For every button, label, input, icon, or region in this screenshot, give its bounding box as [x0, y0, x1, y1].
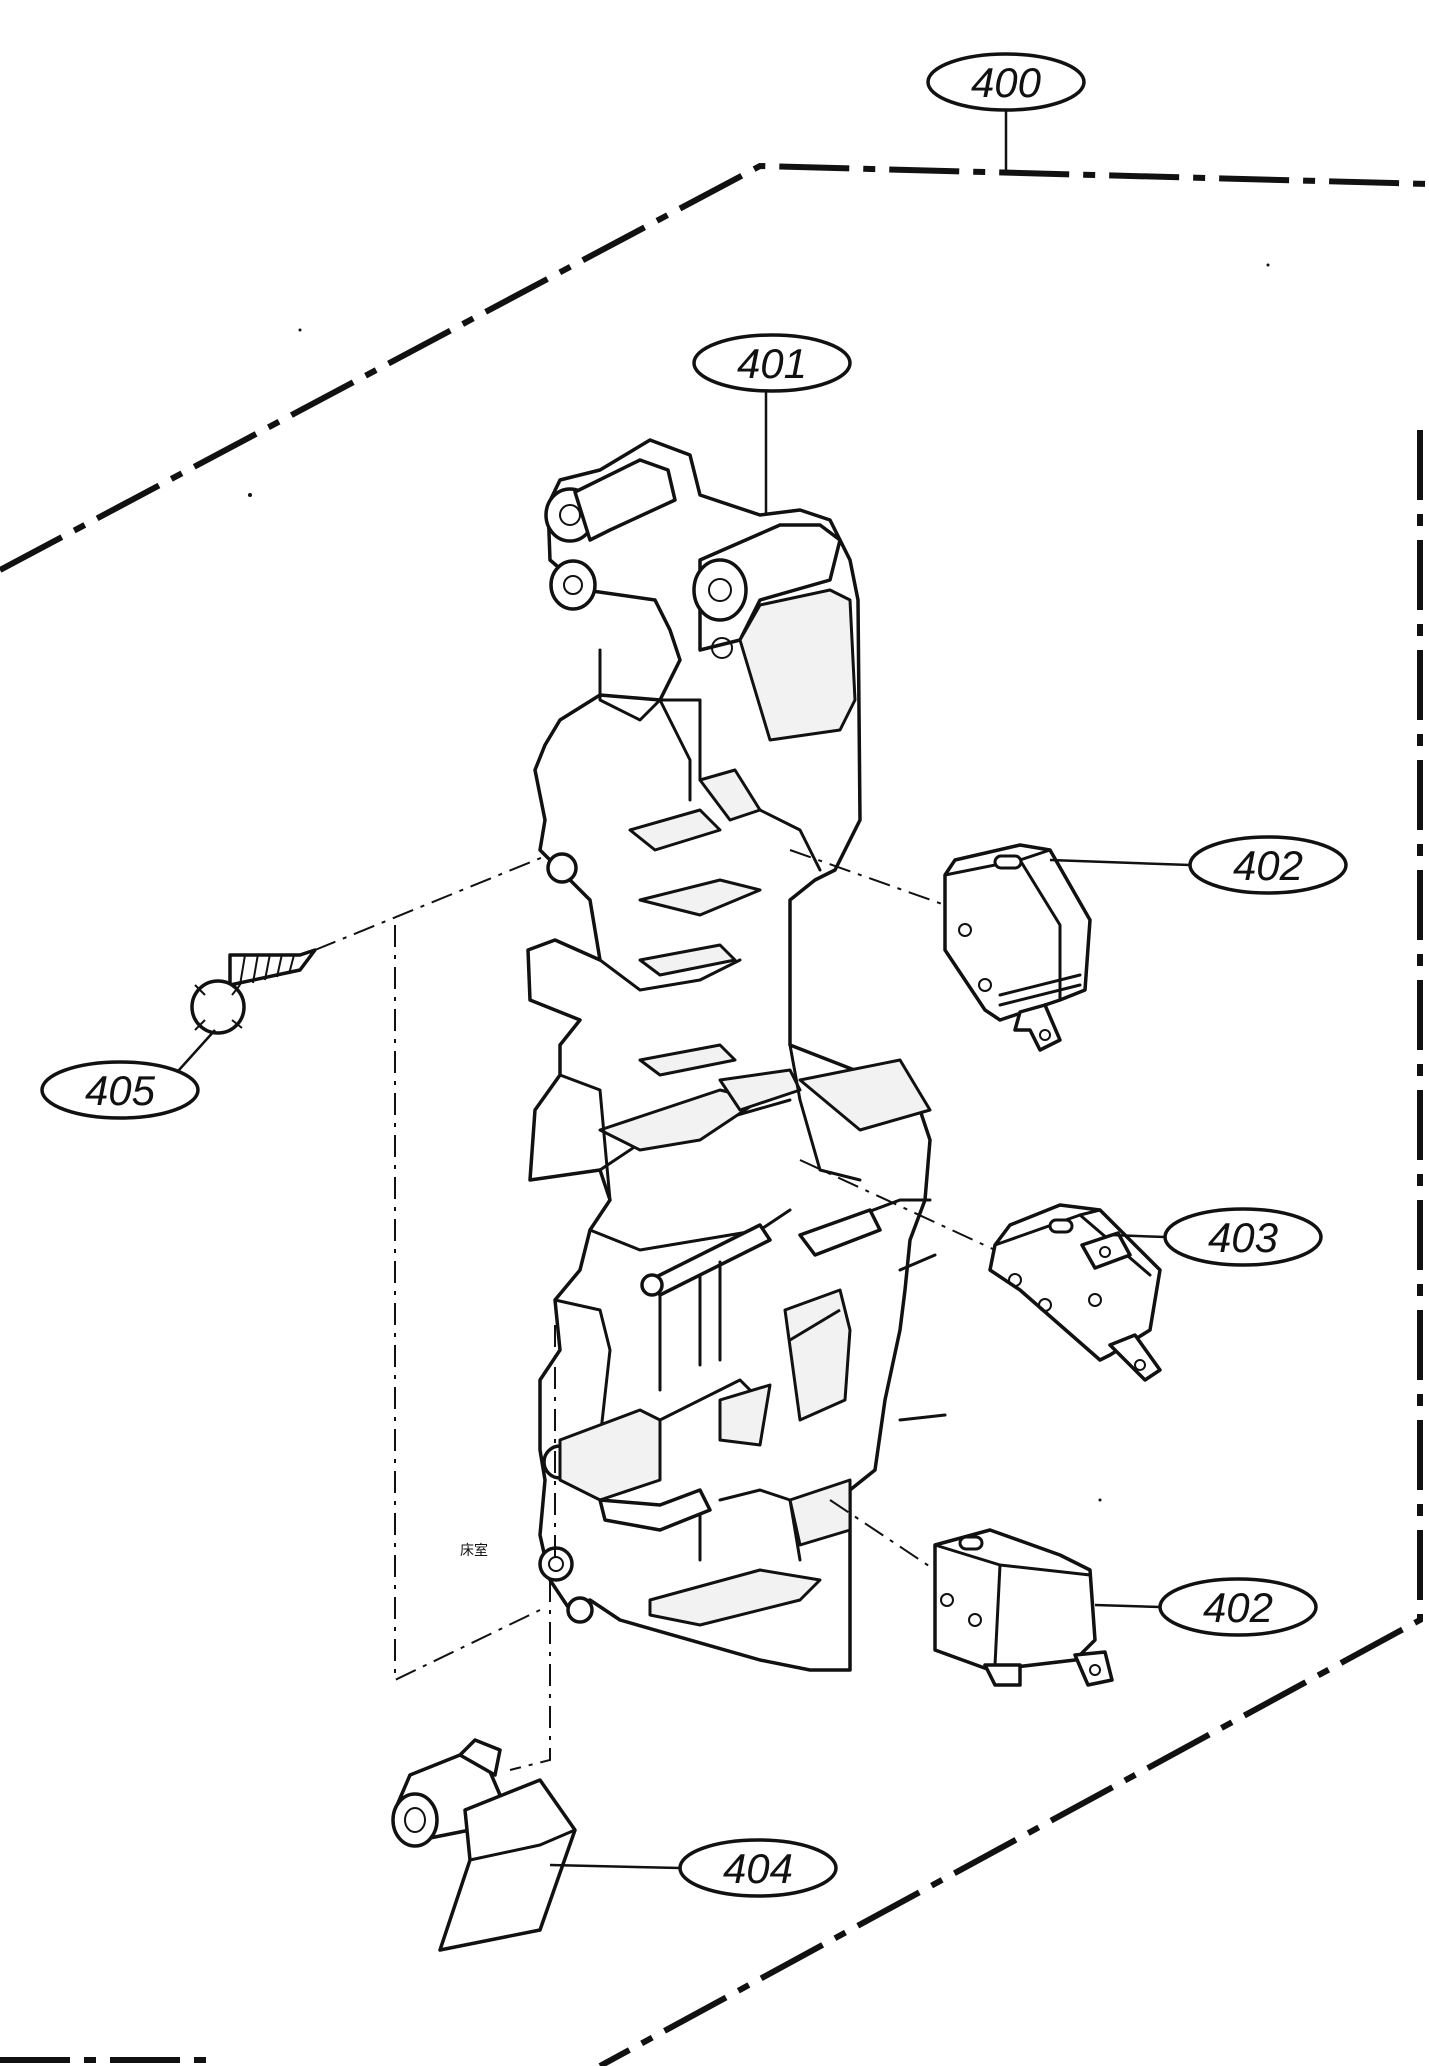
callout-403: 403: [1163, 1207, 1323, 1267]
guide-lever: [509, 1580, 551, 1771]
dash-405: [314, 854, 549, 951]
callout-401-text: 401: [737, 340, 807, 387]
leader-404: [549, 1863, 681, 1870]
dash-402-upper: [789, 849, 946, 906]
assembly-boundary: [0, 162, 1429, 2066]
leader-402-upper: [1049, 858, 1191, 867]
callout-400-text: 400: [971, 59, 1042, 106]
switch-part-403: [988, 1203, 1162, 1382]
callout-402-upper: 402: [1188, 835, 1348, 895]
dash-403: [799, 1159, 996, 1251]
callout-400: 400: [926, 52, 1086, 112]
leader-403: [1109, 1233, 1166, 1239]
dash-402-lower: [829, 1499, 936, 1571]
speckles: [248, 263, 1270, 1502]
callout-402-lower-text: 402: [1203, 1584, 1273, 1631]
screw-part-405: [190, 948, 317, 1035]
callout-404-text: 404: [723, 1845, 793, 1892]
callout-401: 401: [692, 333, 852, 393]
lever-part-404: [391, 1738, 577, 1952]
callout-403-text: 403: [1208, 1214, 1278, 1261]
callout-405: 405: [40, 1060, 200, 1120]
leader-402-lower: [1094, 1603, 1161, 1609]
switch-part-402-lower: [933, 1528, 1114, 1687]
stamp-mark: 床室: [460, 1542, 488, 1559]
callout-402-lower: 402: [1158, 1577, 1318, 1637]
guide-frame: [394, 925, 541, 1682]
callout-404: 404: [678, 1838, 838, 1898]
callout-405-text: 405: [85, 1067, 156, 1114]
switch-part-402-upper: [943, 843, 1092, 1052]
latch-board-part-401: [526, 438, 947, 1672]
callout-402-upper-text: 402: [1233, 842, 1303, 889]
